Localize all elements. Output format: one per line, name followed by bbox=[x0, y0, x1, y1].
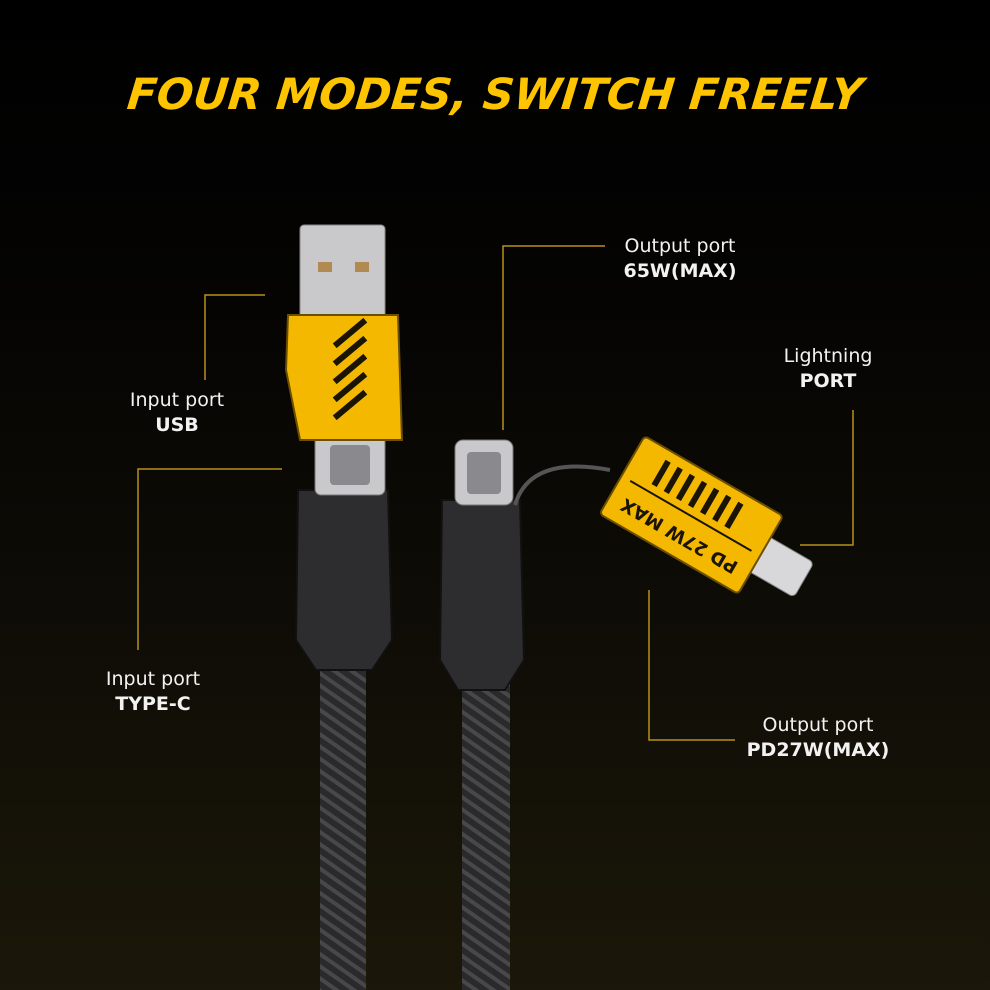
label-value: USB bbox=[155, 414, 199, 436]
left-cable bbox=[284, 224, 404, 990]
label-text: Output port bbox=[624, 235, 736, 257]
label-value: 65W(MAX) bbox=[623, 260, 737, 282]
leader-line-65w bbox=[502, 245, 605, 430]
leader-line-typec bbox=[137, 468, 282, 650]
label-value: TYPE-C bbox=[115, 693, 191, 715]
leader-line-pd27 bbox=[648, 590, 735, 741]
label-value: PORT bbox=[799, 370, 857, 392]
label-text: Lightning bbox=[783, 345, 873, 367]
label-output-65w: Output port 65W(MAX) bbox=[623, 234, 736, 284]
label-value: PD27W(MAX) bbox=[746, 739, 890, 761]
label-text: Output port bbox=[762, 714, 874, 736]
label-text: Input port bbox=[129, 389, 225, 411]
leader-line-lightning bbox=[800, 410, 854, 546]
label-text: Input port bbox=[105, 668, 201, 690]
leader-lines bbox=[137, 245, 854, 741]
leader-line-usb bbox=[204, 294, 265, 380]
